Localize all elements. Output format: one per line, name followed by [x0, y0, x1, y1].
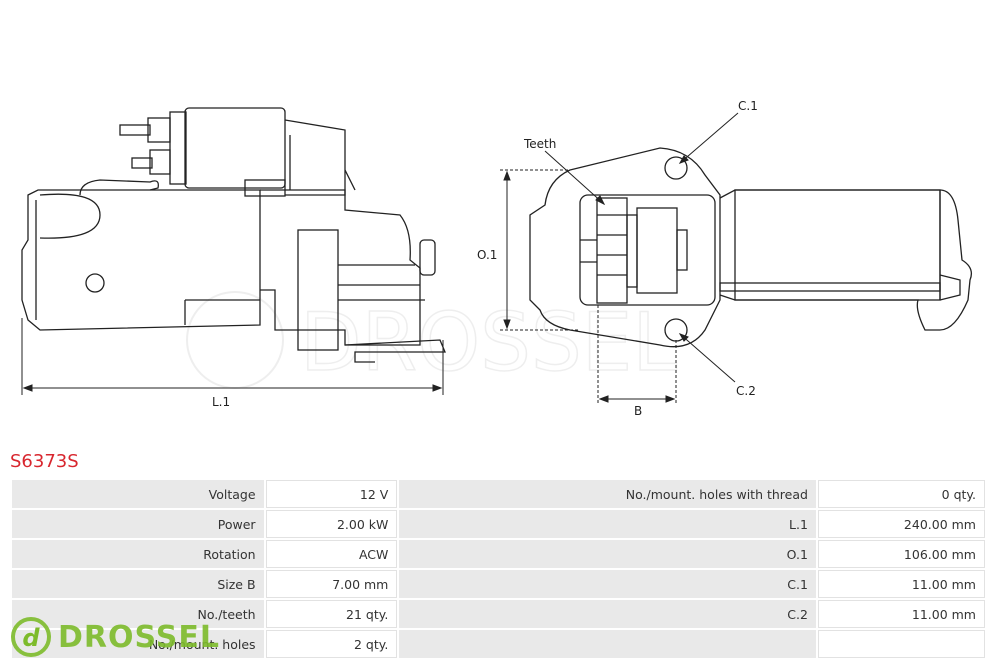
watermark-text: DROSSEL: [300, 296, 677, 389]
dimension-b: [597, 305, 677, 405]
label-o1: O.1: [477, 248, 497, 262]
starter-technical-drawing: DROSSEL L.: [21, 99, 973, 418]
spec-value: 2.00 kW: [265, 510, 398, 538]
spec-label: C.2: [399, 600, 816, 628]
spec-value: 21 qty.: [265, 600, 398, 628]
teeth-leader: [544, 150, 606, 206]
spec-label: L.1: [399, 510, 816, 538]
table-row: No./mount. holes 2 qty.: [12, 630, 985, 658]
label-l1: L.1: [212, 395, 230, 409]
spec-label: No./teeth: [12, 600, 264, 628]
spec-value: 106.00 mm: [817, 540, 985, 568]
dimension-l1: [21, 318, 444, 395]
spec-value: 12 V: [265, 480, 398, 508]
spec-label: Voltage: [12, 480, 264, 508]
spec-value: 7.00 mm: [265, 570, 398, 598]
spec-label: No./mount. holes: [12, 630, 264, 658]
part-number: S6373S: [10, 451, 79, 472]
starter-side-view: [21, 107, 446, 363]
drossel-logo: d DROSSEL: [10, 614, 220, 660]
drossel-logo-icon: d: [11, 617, 51, 657]
table-row: Voltage 12 V No./mount. holes with threa…: [12, 480, 985, 508]
dimension-o1: [500, 169, 580, 331]
spec-value: 2 qty.: [265, 630, 398, 658]
logo-text: DROSSEL: [58, 619, 220, 655]
spec-table: Voltage 12 V No./mount. holes with threa…: [10, 478, 987, 660]
c1-leader: [678, 112, 739, 164]
label-b: B: [634, 404, 642, 418]
table-row: Power 2.00 kW L.1 240.00 mm: [12, 510, 985, 538]
table-row: Size B 7.00 mm C.1 11.00 mm: [12, 570, 985, 598]
spec-label: Power: [12, 510, 264, 538]
watermark: DROSSEL: [186, 291, 678, 390]
table-row: Rotation ACW O.1 106.00 mm: [12, 540, 985, 568]
spec-value: 11.00 mm: [817, 600, 985, 628]
table-row: No./teeth 21 qty. C.2 11.00 mm: [12, 600, 985, 628]
spec-label: No./mount. holes with thread: [399, 480, 816, 508]
spec-value: 0 qty.: [817, 480, 985, 508]
label-c1: C.1: [738, 99, 758, 113]
svg-text:d: d: [22, 624, 40, 652]
spec-value: ACW: [265, 540, 398, 568]
starter-front-view: [529, 147, 973, 348]
label-teeth: Teeth: [523, 137, 556, 151]
spec-label-empty: [399, 630, 816, 658]
c2-leader: [678, 333, 736, 383]
spec-label: C.1: [399, 570, 816, 598]
spec-label: Size B: [12, 570, 264, 598]
spec-label: O.1: [399, 540, 816, 568]
label-c2: C.2: [736, 384, 756, 398]
spec-value: 11.00 mm: [817, 570, 985, 598]
spec-label: Rotation: [12, 540, 264, 568]
spec-value: 240.00 mm: [817, 510, 985, 538]
spec-value-empty: [817, 630, 985, 658]
